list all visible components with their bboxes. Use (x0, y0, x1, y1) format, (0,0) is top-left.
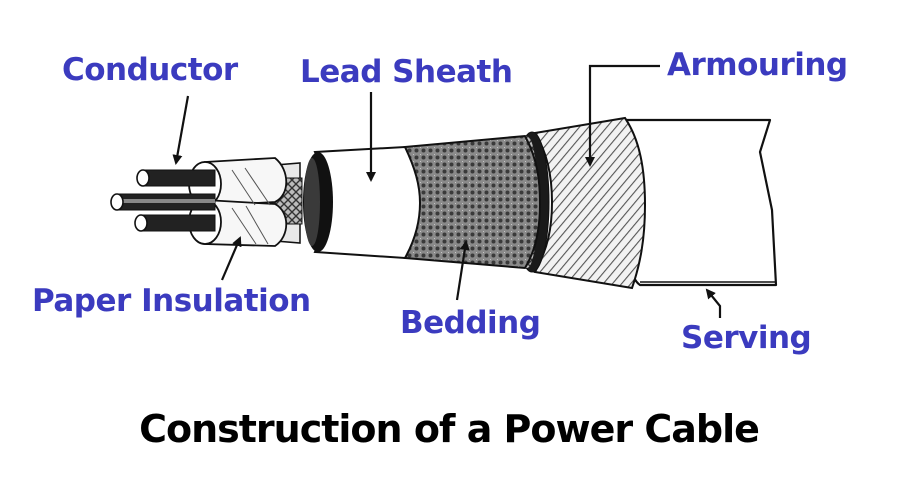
diagram-caption: Construction of a Power Cable (139, 407, 760, 451)
serving-label: Serving (681, 320, 812, 356)
conductor-top (136, 169, 216, 187)
paper-insulation-leader (220, 236, 242, 281)
bedding-leader (455, 240, 470, 301)
serving-leader (705, 288, 722, 318)
armouring-leader (585, 64, 660, 167)
paper-insulation-label: Paper Insulation (32, 283, 311, 319)
serving-layer (622, 118, 778, 287)
conductors (110, 169, 216, 232)
lead-sheath-layer (303, 145, 422, 260)
armouring-label: Armouring (667, 47, 848, 83)
bedding-label: Bedding (400, 305, 541, 341)
leader-lines (172, 64, 722, 318)
conductor-label: Conductor (62, 52, 238, 88)
paper-insulation-core-lower (188, 199, 288, 247)
bedding-layer (403, 134, 542, 270)
conductor-bottom (134, 214, 216, 232)
conductor-leader (172, 95, 190, 165)
lead-sheath-label: Lead Sheath (300, 54, 513, 90)
conductor-middle (110, 193, 216, 211)
